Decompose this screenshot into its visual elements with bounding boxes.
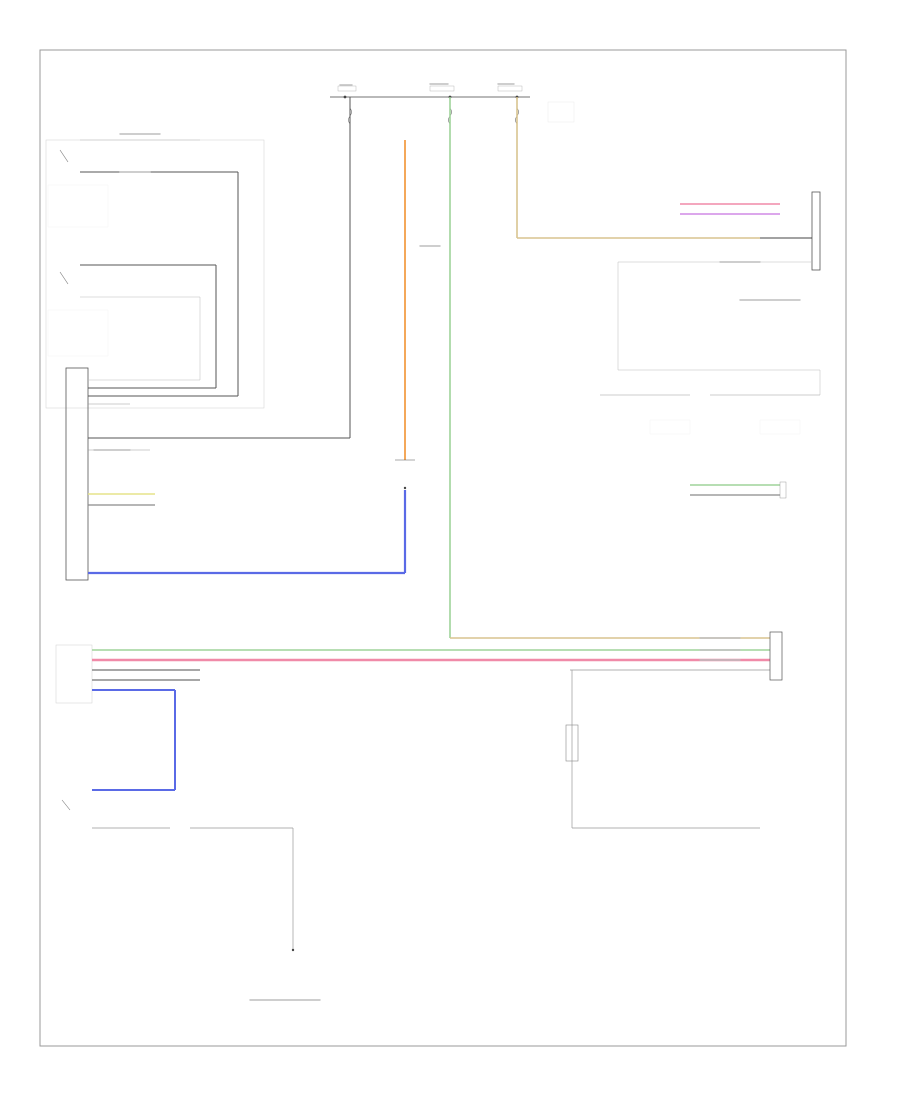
- left-module-connector: [65, 367, 407, 581]
- bottom-harness: [55, 631, 783, 791]
- right-upper-connector: [600, 191, 821, 435]
- right-bottom-ground: [565, 670, 760, 829]
- bottom-left-switch: [61, 799, 295, 952]
- fuse-feed-wires: [349, 97, 760, 638]
- center-ground-connector: [395, 459, 415, 490]
- left-switch-assemblies: [45, 139, 265, 409]
- wire-code-marks: [93, 83, 801, 1001]
- fuse-block-top: [330, 85, 575, 125]
- right-middle-connector: [690, 481, 787, 499]
- diagram-frame: [39, 49, 847, 1047]
